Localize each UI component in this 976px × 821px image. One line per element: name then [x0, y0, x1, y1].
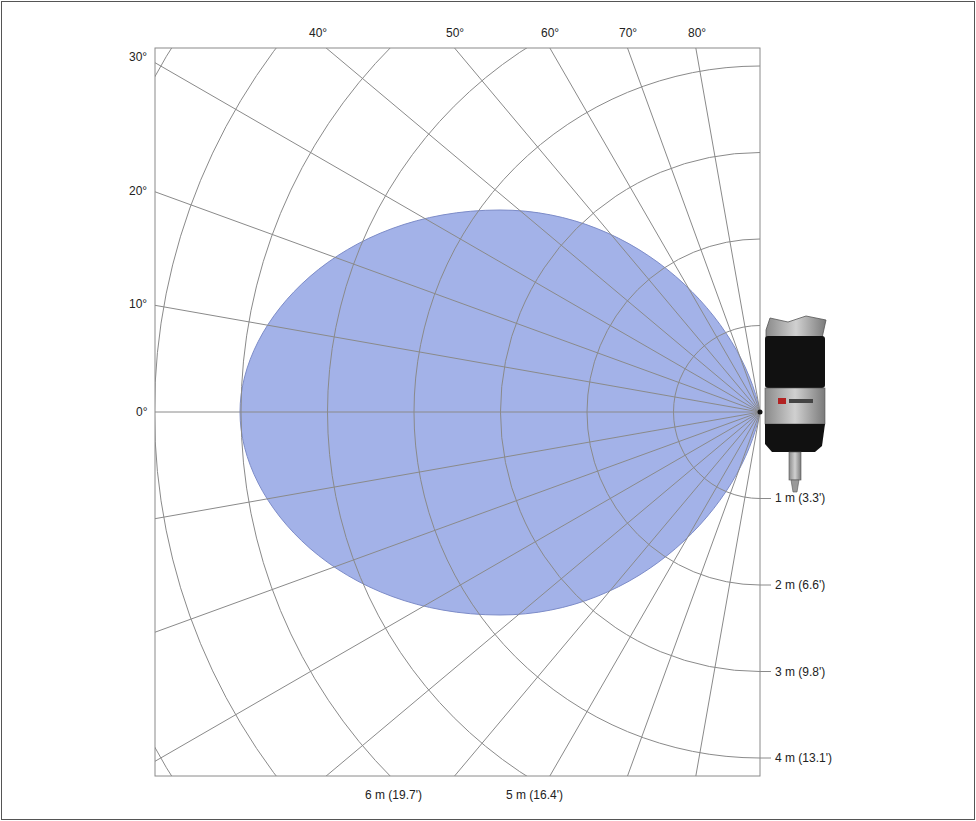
sensor-device [758, 316, 827, 492]
chart-frame [155, 48, 760, 776]
angle-label: 20° [129, 184, 147, 198]
range-ticks [760, 499, 771, 759]
angle-label: 80° [688, 26, 706, 40]
angle-line [155, 48, 760, 412]
angle-label: 60° [541, 26, 559, 40]
angle-line [155, 412, 760, 603]
angle-label: 70° [619, 26, 637, 40]
angle-line [155, 412, 760, 413]
range-tick [760, 671, 771, 672]
angle-line [569, 48, 760, 412]
angle-line [155, 412, 760, 776]
angle-line [384, 412, 760, 776]
range-label: 3 m (9.8') [775, 665, 825, 679]
polar-grid [155, 48, 760, 776]
range-label: 4 m (13.1') [775, 751, 832, 765]
range-label: 6 m (19.7') [365, 788, 422, 802]
range-tick [760, 498, 771, 499]
angle-label: 40° [309, 26, 327, 40]
range-label: 5 m (16.4') [506, 788, 563, 802]
range-label: 2 m (6.6') [775, 578, 825, 592]
angle-line [155, 48, 760, 412]
angle-line [155, 412, 760, 776]
angle-label: 50° [446, 26, 464, 40]
angle-line [155, 48, 760, 412]
angle-label: 30° [129, 50, 147, 64]
range-tick [760, 585, 771, 586]
angle-line [155, 412, 760, 776]
angle-line [155, 48, 760, 412]
angle-line [210, 48, 760, 412]
angle-line [155, 412, 760, 776]
angle-line [210, 412, 760, 776]
angle-line [155, 221, 760, 412]
range-tick [760, 758, 771, 759]
range-label: 1 m (3.3') [775, 491, 825, 505]
angle-label: 10° [129, 297, 147, 311]
angle-label: 0° [136, 405, 147, 419]
angle-line [384, 48, 760, 412]
